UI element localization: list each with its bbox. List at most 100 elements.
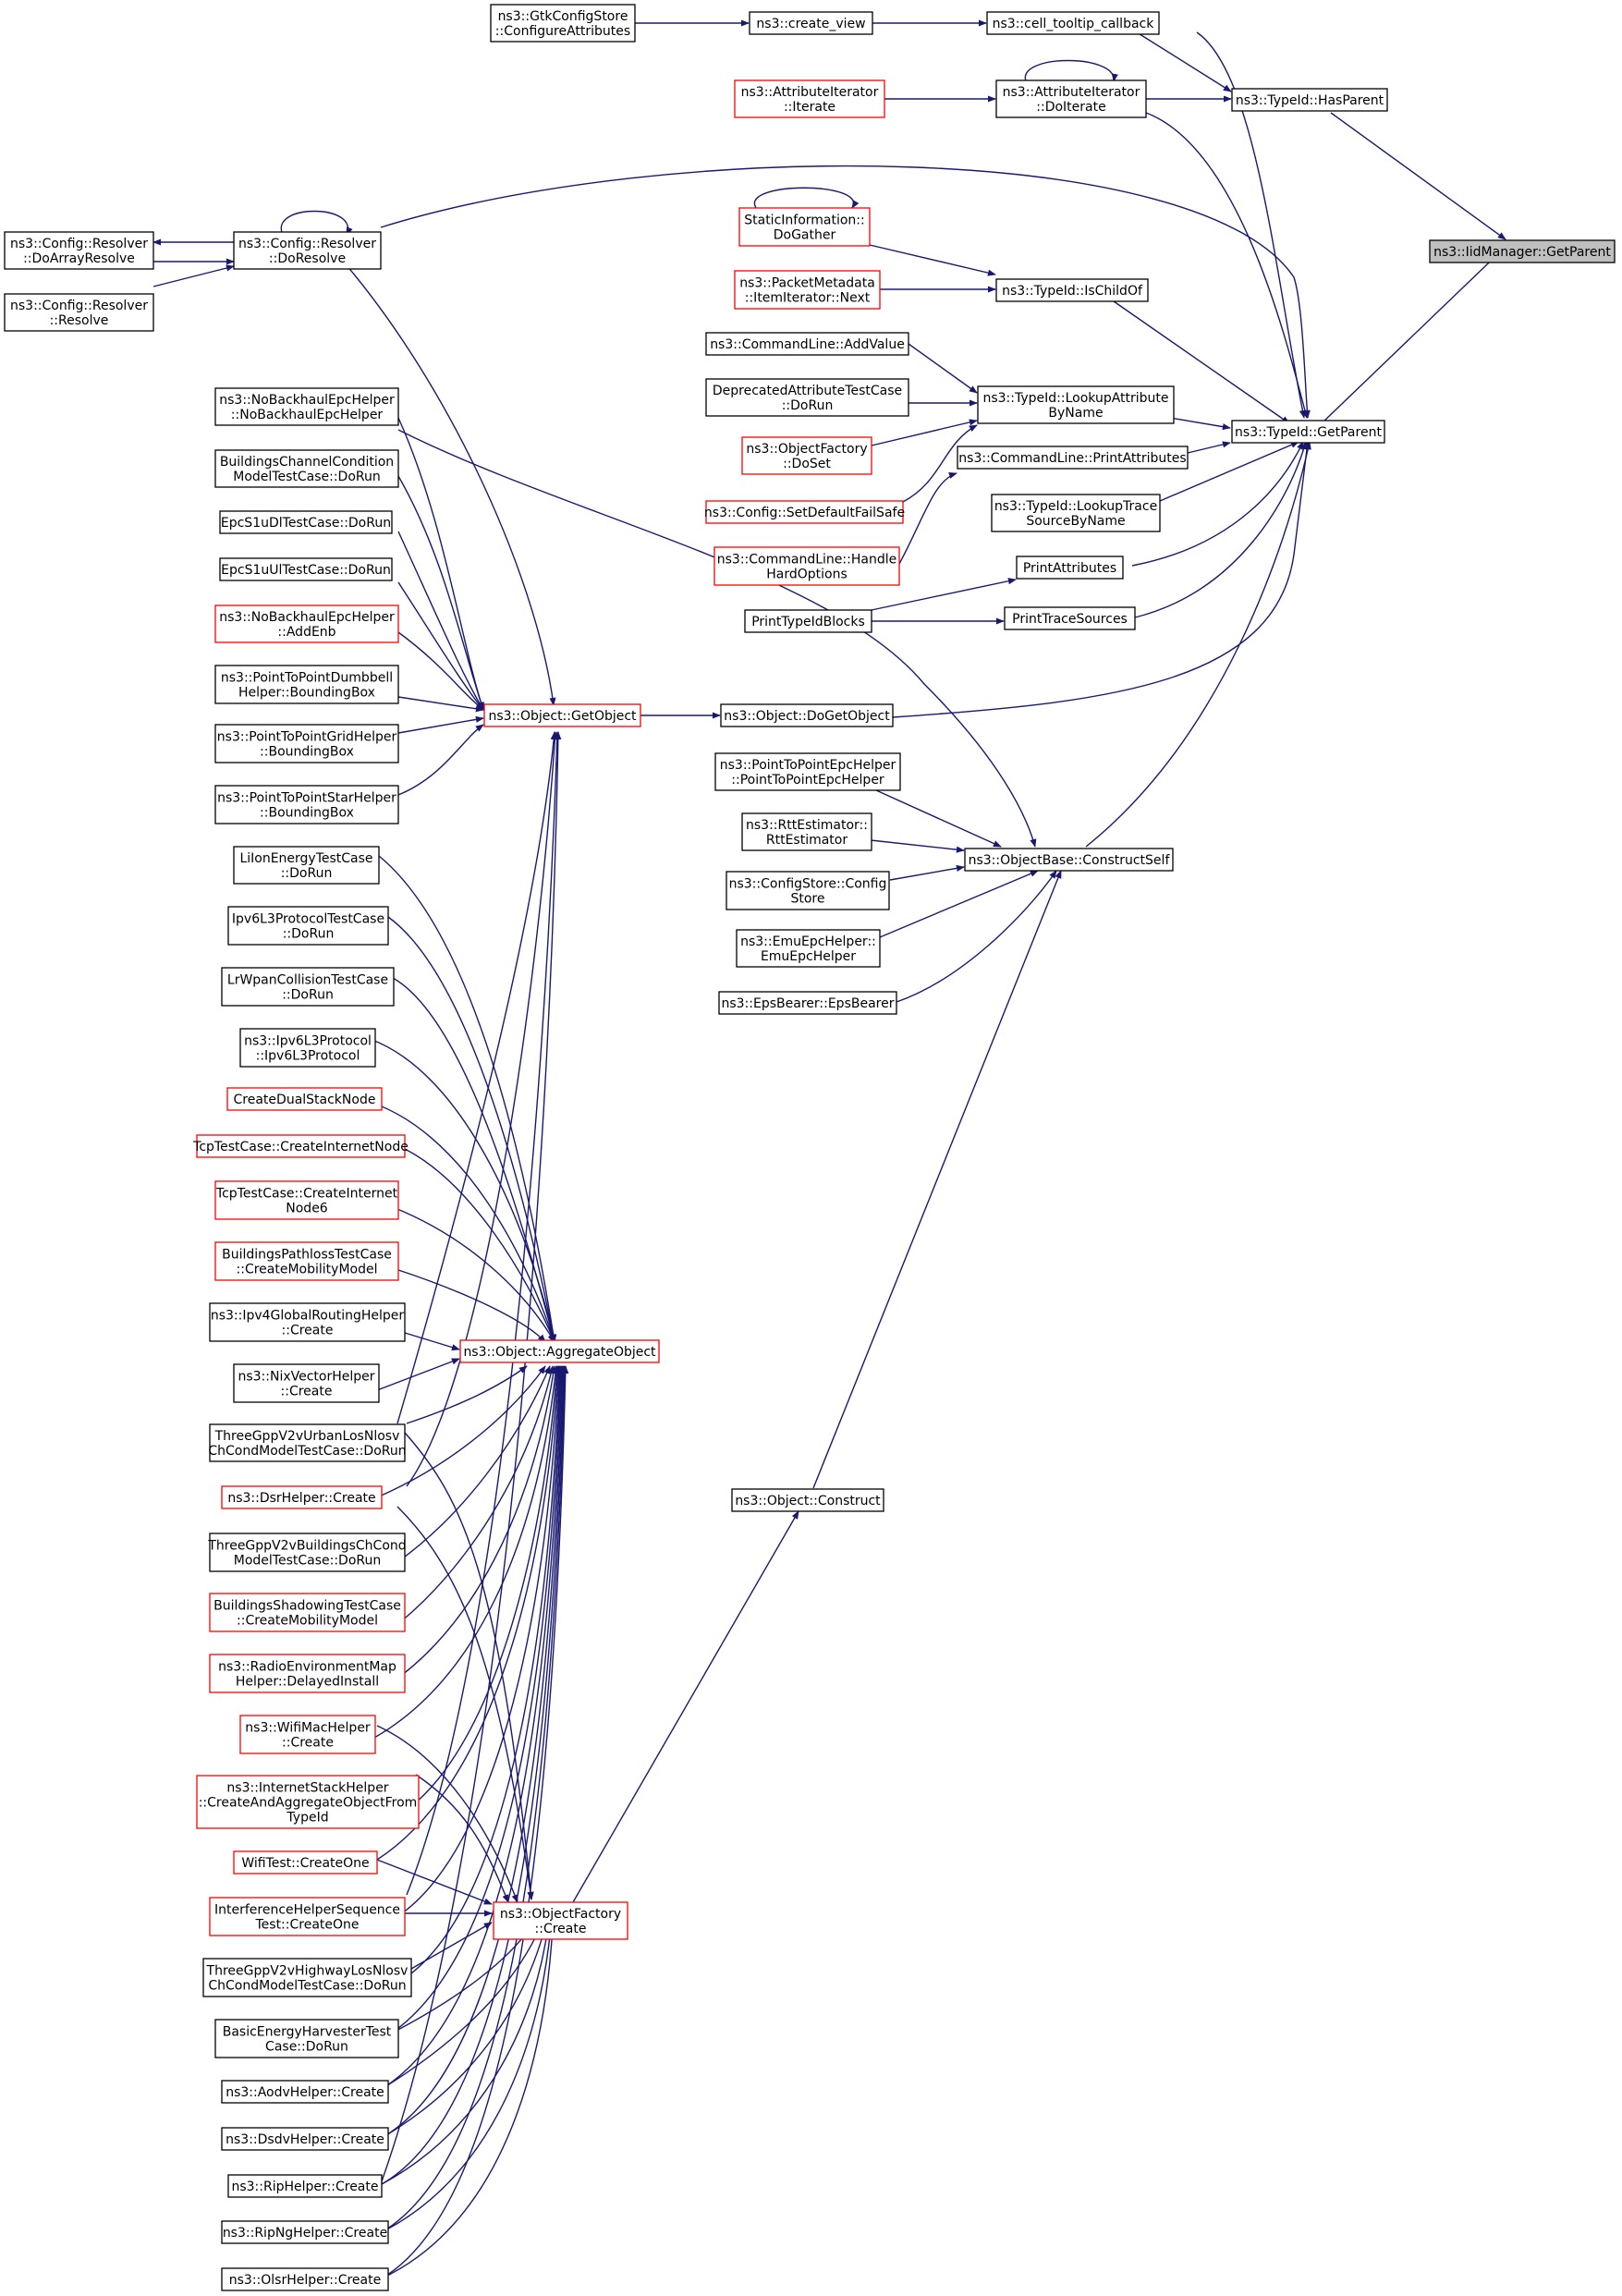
node-attr-doiterate[interactable]: ns3::AttributeIterator::DoIterate — [995, 79, 1147, 118]
node-box — [995, 79, 1147, 118]
node-wifitest-createone[interactable]: WifiTest::CreateOne — [233, 1850, 378, 1875]
node-label: ns3::GtkConfigStore — [498, 9, 628, 24]
node-packet-next[interactable]: ns3::PacketMetadata::ItemIterator::Next — [734, 270, 881, 310]
edge — [1187, 441, 1231, 454]
node-createdualstack[interactable]: CreateDualStackNode — [226, 1087, 383, 1111]
node-label: ::DoResolve — [269, 251, 346, 266]
node-label: ns3::NoBackhaulEpcHelper — [219, 393, 395, 408]
node-typeid-getparent[interactable]: ns3::TypeId::GetParent — [1231, 420, 1385, 444]
node-epcs1uul-dorun[interactable]: EpcS1uUlTestCase::DoRun — [219, 557, 393, 581]
edge — [1321, 242, 1510, 424]
node-printtypeidblocks[interactable]: PrintTypeIdBlocks — [744, 609, 872, 633]
node-ripng-create[interactable]: ns3::RipNgHelper::Create — [221, 2220, 389, 2244]
node-box — [221, 2127, 389, 2151]
node-cmd-printattrs[interactable]: ns3::CommandLine::PrintAttributes — [957, 446, 1189, 470]
node-cfg-resolve[interactable]: ns3::Config::Resolver::Resolve — [4, 293, 154, 332]
node-cell-tooltip[interactable]: ns3::cell_tooltip_callback — [986, 11, 1160, 35]
node-p2p-star[interactable]: ns3::PointToPointStarHelper::BoundingBox — [214, 785, 399, 824]
node-bldgpath-mob[interactable]: BuildingsPathlossTestCase::CreateMobilit… — [214, 1241, 399, 1281]
node-label: ::AddEnb — [277, 625, 335, 640]
node-p2p-dumbbell[interactable]: ns3::PointToPointDumbbellHelper::Boundin… — [214, 665, 399, 704]
node-objfactory-doset[interactable]: ns3::ObjectFactory::DoSet — [741, 436, 872, 475]
edge — [869, 244, 996, 276]
node-radioenv-install[interactable]: ns3::RadioEnvironmentMapHelper::DelayedI… — [209, 1654, 406, 1693]
node-label: PrintTraceSources — [1012, 612, 1128, 627]
node-cmd-addvalue[interactable]: ns3::CommandLine::AddValue — [705, 332, 909, 356]
node-nixvector-create[interactable]: ns3::NixVectorHelper::Create — [233, 1363, 380, 1403]
node-epcs1udl-dorun[interactable]: EpcS1uDlTestCase::DoRun — [219, 510, 393, 534]
node-nobackhaul-addenb[interactable]: ns3::NoBackhaulEpcHelper::AddEnb — [214, 605, 399, 643]
node-printtracesources[interactable]: PrintTraceSources — [1004, 606, 1136, 630]
node-lrwpan-dorun[interactable]: LrWpanCollisionTestCase::DoRun — [221, 967, 395, 1007]
node-inetstack-create[interactable]: ns3::InternetStackHelper::CreateAndAggre… — [196, 1775, 420, 1829]
node-label: Case::DoRun — [265, 2040, 348, 2055]
node-objbase-constructself[interactable]: ns3::ObjectBase::ConstructSelf — [964, 848, 1174, 872]
node-aodv-create[interactable]: ns3::AodvHelper::Create — [221, 2080, 389, 2104]
node-nobackhaul-ctor[interactable]: ns3::NoBackhaulEpcHelper::NoBackhaulEpcH… — [214, 387, 399, 426]
node-attr-iterate[interactable]: ns3::AttributeIterator::Iterate — [734, 79, 885, 118]
node-bldgchan-dorun[interactable]: BuildingsChannelConditionModelTestCase::… — [214, 449, 399, 488]
edge — [390, 1925, 532, 2034]
node-gtk-config[interactable]: ns3::GtkConfigStore::ConfigureAttributes — [490, 4, 636, 43]
node-dsdv-create[interactable]: ns3::DsdvHelper::Create — [221, 2127, 389, 2151]
node-tgpp-highway-dorun[interactable]: ThreeGppV2vHighwayLosNlosvChCondModelTes… — [202, 1958, 412, 1997]
node-label: ns3::AttributeIterator — [1003, 85, 1140, 100]
node-cfg-setdefault[interactable]: ns3::Config::SetDefaultFailSafe — [704, 500, 905, 524]
node-epsbearer-ctor[interactable]: ns3::EpsBearer::EpsBearer — [718, 991, 897, 1015]
node-label: ns3::CommandLine::AddValue — [710, 337, 905, 352]
node-ipv6l3-dorun[interactable]: Ipv6L3ProtocolTestCase::DoRun — [227, 906, 389, 946]
node-label: ns3::PointToPointDumbbell — [221, 671, 393, 686]
node-label: BuildingsShadowingTestCase — [213, 1599, 401, 1614]
node-cfg-doarrayresolve[interactable]: ns3::Config::Resolver::DoArrayResolve — [4, 231, 154, 270]
node-label: EmuEpcHelper — [761, 949, 856, 964]
node-typeid-hasparent[interactable]: ns3::TypeId::HasParent — [1231, 88, 1388, 112]
node-objfactory-create[interactable]: ns3::ObjectFactory::Create — [493, 1901, 628, 1940]
node-p2pepc-ctor[interactable]: ns3::PointToPointEpcHelper::PointToPoint… — [714, 752, 901, 791]
edge — [390, 1365, 557, 1684]
edge — [871, 578, 1017, 611]
node-wifimac-create[interactable]: ns3::WifiMacHelper::Create — [239, 1715, 376, 1754]
node-deprecated-dorun[interactable]: DeprecatedAttributeTestCase::DoRun — [705, 378, 909, 417]
node-label: ns3::NixVectorHelper — [238, 1370, 374, 1385]
node-static-dogather[interactable]: StaticInformation::DoGather — [738, 207, 871, 247]
node-obj-construct[interactable]: ns3::Object::Construct — [731, 1488, 884, 1512]
node-liion-dorun[interactable]: LiIonEnergyTestCase::DoRun — [233, 846, 380, 885]
edge — [1113, 300, 1290, 424]
node-cfg-doresolve[interactable]: ns3::Config::Resolver::DoResolve — [233, 231, 382, 270]
node-tgpp-bldg-dorun[interactable]: ThreeGppV2vBuildingsChCondModelTestCase:… — [207, 1533, 407, 1572]
node-p2p-grid[interactable]: ns3::PointToPointGridHelper::BoundingBox — [214, 724, 399, 763]
node-label: BuildingsPathlossTestCase — [222, 1248, 392, 1263]
node-box — [734, 270, 881, 310]
node-rtt-ctor[interactable]: ns3::RttEstimator::RttEstimator — [741, 812, 872, 851]
node-dsr-create[interactable]: ns3::DsrHelper::Create — [221, 1485, 383, 1509]
node-configstore-ctor[interactable]: ns3::ConfigStore::ConfigStore — [726, 871, 890, 910]
node-box — [239, 1028, 376, 1068]
node-emuepc-ctor[interactable]: ns3::EmuEpcHelper::EmuEpcHelper — [736, 929, 881, 968]
node-label: ns3::ConfigStore::Config — [729, 877, 887, 892]
node-ipv4global-create[interactable]: ns3::Ipv4GlobalRoutingHelper::Create — [209, 1302, 406, 1342]
node-obj-dogetobject[interactable]: ns3::Object::DoGetObject — [720, 703, 894, 727]
node-obj-aggregate[interactable]: ns3::Object::AggregateObject — [459, 1339, 660, 1363]
node-rip-create[interactable]: ns3::RipHelper::Create — [227, 2174, 383, 2198]
node-printattributes[interactable]: PrintAttributes — [1016, 556, 1124, 580]
node-bldgshadow-mob[interactable]: BuildingsShadowingTestCase::CreateMobili… — [209, 1593, 406, 1632]
edge — [1164, 416, 1231, 431]
node-box — [226, 1087, 383, 1111]
node-iid-getparent[interactable]: ns3::IidManager::GetParent — [1429, 239, 1616, 263]
node-olsr-create[interactable]: ns3::OlsrHelper::Create — [221, 2267, 389, 2291]
node-box — [209, 1654, 406, 1693]
node-obj-getobject[interactable]: ns3::Object::GetObject — [483, 703, 641, 727]
node-ipv6l3-ctor[interactable]: ns3::Ipv6L3Protocol::Ipv6L3Protocol — [239, 1028, 376, 1068]
node-typeid-ischildof[interactable]: ns3::TypeId::IsChildOf — [995, 278, 1149, 302]
node-tcp-createinet[interactable]: TcpTestCase::CreateInternetNode — [192, 1134, 409, 1158]
node-tgpp-urban-dorun[interactable]: ThreeGppV2vUrbanLosNlosvChCondModelTestC… — [208, 1423, 407, 1462]
node-label: LiIonEnergyTestCase — [239, 851, 372, 866]
node-interference-createone[interactable]: InterferenceHelperSequenceTest::CreateOn… — [209, 1897, 406, 1936]
node-create-view[interactable]: ns3::create_view — [749, 11, 873, 35]
node-label: ns3::EpsBearer::EpsBearer — [722, 996, 895, 1011]
